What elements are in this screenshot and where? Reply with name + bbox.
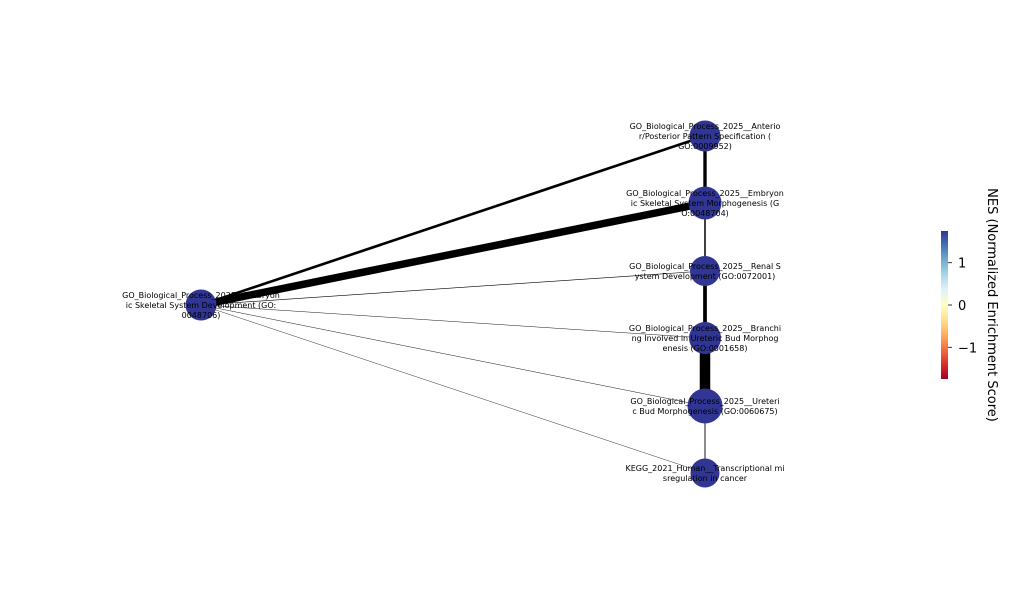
node-label-line: GO_Biological_Process_2025__Embryon bbox=[122, 291, 280, 300]
colorbar-gradient bbox=[941, 231, 948, 379]
node-label-line: 0048706) bbox=[182, 311, 221, 320]
edges-layer bbox=[200, 134, 711, 474]
colorbar-tick-label: 1 bbox=[958, 257, 966, 272]
node-label-line: GO_Biological_Process_2025__Branchi bbox=[629, 324, 781, 333]
node-label-line: O:0048704) bbox=[681, 209, 729, 218]
colorbar-ticks: 1 0 −1 bbox=[948, 257, 977, 356]
colorbar: 1 0 −1 NES (Normalized Enrichment Score) bbox=[941, 188, 999, 422]
colorbar-tick-label: −1 bbox=[958, 341, 977, 356]
node-n_branch bbox=[689, 322, 721, 354]
edge-n_app-n_ap bbox=[200, 134, 706, 307]
node-label-line: c Bud Morphogenesis (GO:0060675) bbox=[632, 407, 777, 416]
node-label-line: ng Involved in Ureteric Bud Morphog bbox=[632, 334, 779, 343]
colorbar-tick-label: 0 bbox=[958, 299, 966, 314]
node-label-line: GO:0009952) bbox=[678, 142, 732, 151]
edge-n_app-n_emb bbox=[200, 199, 706, 309]
node-label-line: enesis (GO:0001658) bbox=[663, 344, 748, 353]
node-label-line: GO_Biological_Process_2025__Renal S bbox=[629, 262, 781, 271]
node-n_ap bbox=[689, 120, 721, 152]
edge-n_app-n_kegg bbox=[200, 304, 706, 474]
node-n_app bbox=[185, 289, 217, 321]
node-label-line: r/Posterior Pattern Specification ( bbox=[639, 132, 771, 141]
colorbar-label: NES (Normalized Enrichment Score) bbox=[984, 188, 999, 422]
node-label-line: GO_Biological_Process_2025__Ureteri bbox=[630, 397, 779, 406]
node-n_renal bbox=[690, 256, 720, 286]
node-label-line: ic Skeletal System Development (GO: bbox=[126, 301, 276, 310]
edge-n_app-n_renal bbox=[200, 270, 706, 306]
node-n_kegg bbox=[690, 458, 720, 488]
node-label-line: sregulation in cancer bbox=[663, 474, 748, 483]
edge-n_app-n_ureteric bbox=[200, 304, 706, 407]
nodes-layer bbox=[185, 120, 723, 488]
node-label-line: GO_Biological_Process_2025__Embryon bbox=[626, 189, 784, 198]
node-label-line: ic Skeletal System Morphogenesis (G bbox=[631, 199, 779, 208]
node-n_emb bbox=[688, 186, 722, 220]
edge-n_app-n_branch bbox=[200, 304, 706, 339]
node-label-line: KEGG_2021_Human__Transcriptional mi bbox=[625, 464, 784, 473]
node-label-line: GO_Biological_Process_2025__Anterio bbox=[630, 122, 781, 131]
node-n_ureteric bbox=[687, 388, 723, 424]
node-label-line: ystem Development (GO:0072001) bbox=[635, 272, 776, 281]
